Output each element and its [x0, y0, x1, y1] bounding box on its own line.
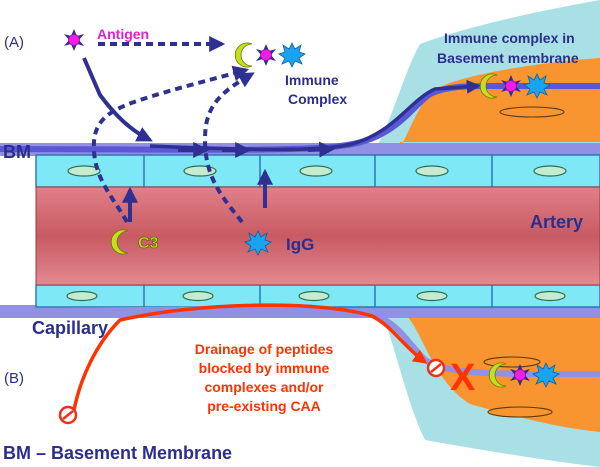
bm-complex-label-line1: Immune complex in	[444, 30, 575, 46]
drainage-label-line4: pre-existing CAA	[207, 398, 321, 414]
no-entry-icon	[426, 358, 446, 378]
magenta-star-icon	[63, 28, 85, 52]
panel-label-b: (B)	[4, 370, 24, 387]
drainage-label-line1: Drainage of peptides	[195, 341, 334, 357]
artery-label: Artery	[530, 212, 583, 232]
c3-to-complex-dashed	[91, 65, 250, 223]
blocked-x-mark: X	[450, 357, 476, 399]
c3-label: C3	[138, 235, 159, 252]
artery-lumen	[35, 186, 600, 286]
drainage-label-line2: blocked by immune	[199, 360, 330, 376]
complex-icon-group	[234, 42, 306, 68]
antigen-drainage-arrow	[82, 57, 153, 142]
magenta-star-icon	[255, 43, 277, 67]
bm-complex-label-line2: Basement membrane	[437, 50, 579, 66]
arteriole-tissue-top	[400, 58, 600, 148]
flow-paths	[0, 36, 600, 411]
bm-label: BM	[3, 142, 31, 162]
drainage-label-line3: complexes and/or	[204, 379, 324, 395]
antigen-label: Antigen	[97, 26, 149, 42]
membrane-arrow-3	[307, 141, 336, 158]
immune-complex-label-line1: Immune	[285, 72, 339, 88]
blue-spiky-icon	[278, 42, 306, 68]
capillary-label: Capillary	[32, 318, 108, 338]
smooth-muscle-cells	[483, 106, 565, 418]
footer-legend: BM – Basement Membrane	[3, 443, 232, 463]
peptide-drainage-arrow	[72, 303, 428, 411]
drainage-path-capillary	[0, 306, 600, 378]
igg-to-complex-dashed	[202, 72, 255, 224]
no-entry-icon	[58, 405, 78, 425]
endothelial-nuclei	[66, 165, 567, 302]
green-crescent-icon	[234, 42, 253, 68]
text-labels: (A) (B) Antigen Immune Complex Immune co…	[3, 26, 583, 463]
igg-label: IgG	[286, 235, 314, 254]
immune-complex-label-line2: Complex	[288, 91, 347, 107]
panel-label-a: (A)	[4, 34, 24, 51]
